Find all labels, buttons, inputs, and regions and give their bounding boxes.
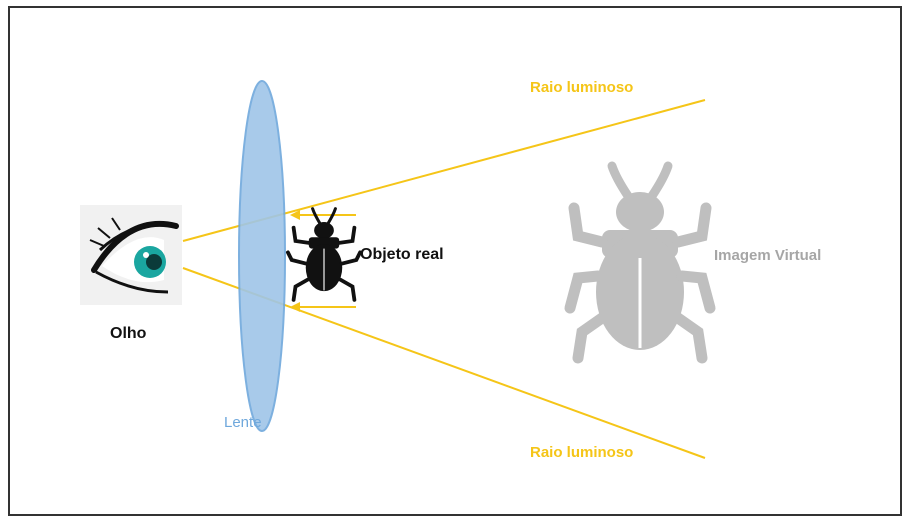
object-ray-arrow-top <box>290 210 356 220</box>
lens <box>239 81 285 431</box>
virtual-image-label: Imagem Virtual <box>714 247 821 264</box>
beetle-icon <box>288 209 360 300</box>
lens-label: Lente <box>224 414 262 431</box>
eye-label: Olho <box>110 325 146 343</box>
virtual-image-beetle-icon <box>570 166 710 358</box>
ray-top-label: Raio luminoso <box>530 79 633 96</box>
ray-bottom-label: Raio luminoso <box>530 444 633 461</box>
eye-icon <box>80 205 182 305</box>
object-label: Objeto real <box>360 246 444 264</box>
object-ray-arrow-bottom <box>290 302 356 312</box>
